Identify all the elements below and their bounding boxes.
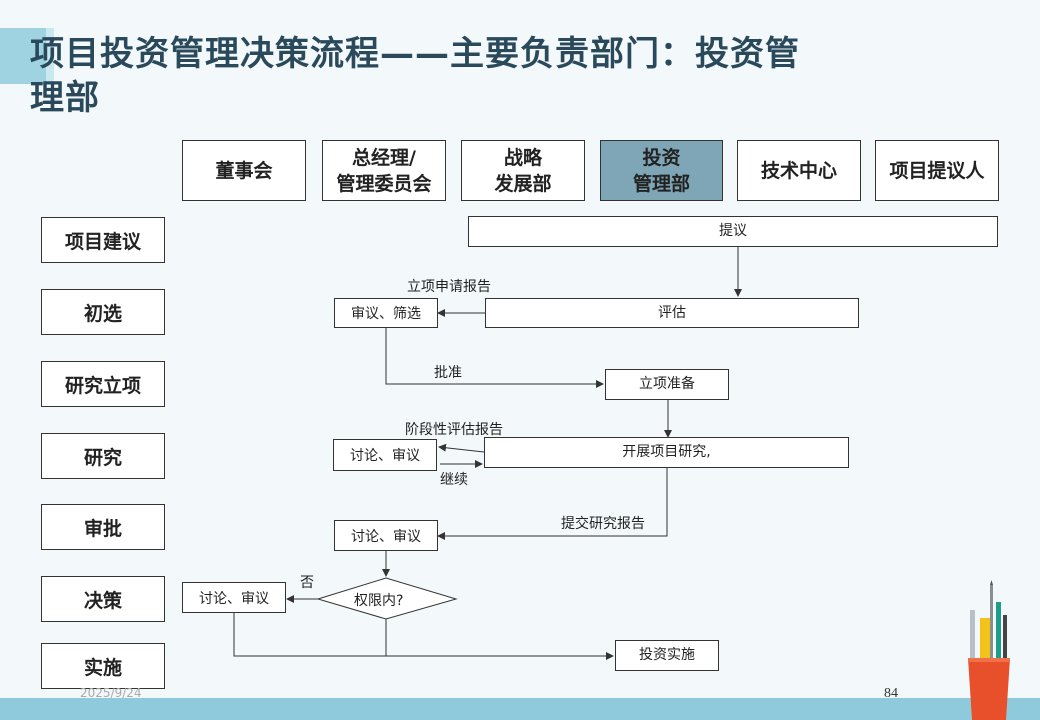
stage-proposal: 项目建议	[41, 217, 165, 263]
stage-decision: 决策	[41, 576, 165, 622]
edge-review-to-prep	[385, 328, 604, 388]
pencil-cup-icon	[968, 580, 1010, 720]
node-discuss-review-board: 讨论、审议	[182, 582, 286, 613]
department-tech-center: 技术中心	[737, 140, 861, 201]
node-conduct-research: 开展项目研究,	[484, 437, 849, 468]
edge-board-to-implement	[233, 613, 614, 660]
label-no: 否	[300, 575, 314, 591]
stage-screening: 初选	[41, 289, 165, 335]
stage-approval: 审批	[41, 504, 165, 550]
stage-initiation: 研究立项	[41, 361, 165, 407]
node-discuss-review-research: 讨论、审议	[333, 439, 437, 471]
department-general-manager: 总经理/ 管理委员会	[322, 140, 446, 201]
label-stage-report: 阶段性评估报告	[405, 422, 503, 438]
node-project-prep: 立项准备	[605, 369, 729, 400]
corner-decoration-accent	[46, 28, 54, 84]
page-number: 84	[884, 686, 898, 701]
department-strategy: 战略 发展部	[461, 140, 585, 201]
department-proposer: 项目提议人	[875, 140, 999, 201]
stage-research: 研究	[41, 433, 165, 479]
department-board: 董事会	[182, 140, 306, 201]
label-continue: 继续	[440, 472, 468, 488]
edge-research-to-approval	[437, 468, 668, 540]
edge-research-to-discuss	[438, 443, 485, 453]
corner-decoration	[0, 28, 46, 84]
decision-diamond	[316, 577, 458, 620]
node-within-authority: 权限内?	[354, 593, 404, 609]
node-proposal: 提议	[468, 216, 998, 247]
label-submit-report: 提交研究报告	[561, 516, 645, 532]
footer-strip	[0, 698, 1040, 720]
node-discuss-review-approval: 讨论、审议	[334, 520, 438, 551]
stage-implementation: 实施	[41, 643, 165, 689]
node-review-screen: 审议、筛选	[334, 298, 438, 328]
label-approve: 批准	[434, 365, 462, 381]
label-application-report: 立项申请报告	[407, 279, 491, 295]
page-title: 项目投资管理决策流程——主要负责部门：投资管理部	[30, 34, 800, 118]
department-investment: 投资 管理部	[600, 140, 723, 201]
node-evaluate: 评估	[485, 298, 859, 328]
node-implement: 投资实施	[615, 640, 719, 671]
footer-date: 2025/9/24	[80, 686, 142, 700]
